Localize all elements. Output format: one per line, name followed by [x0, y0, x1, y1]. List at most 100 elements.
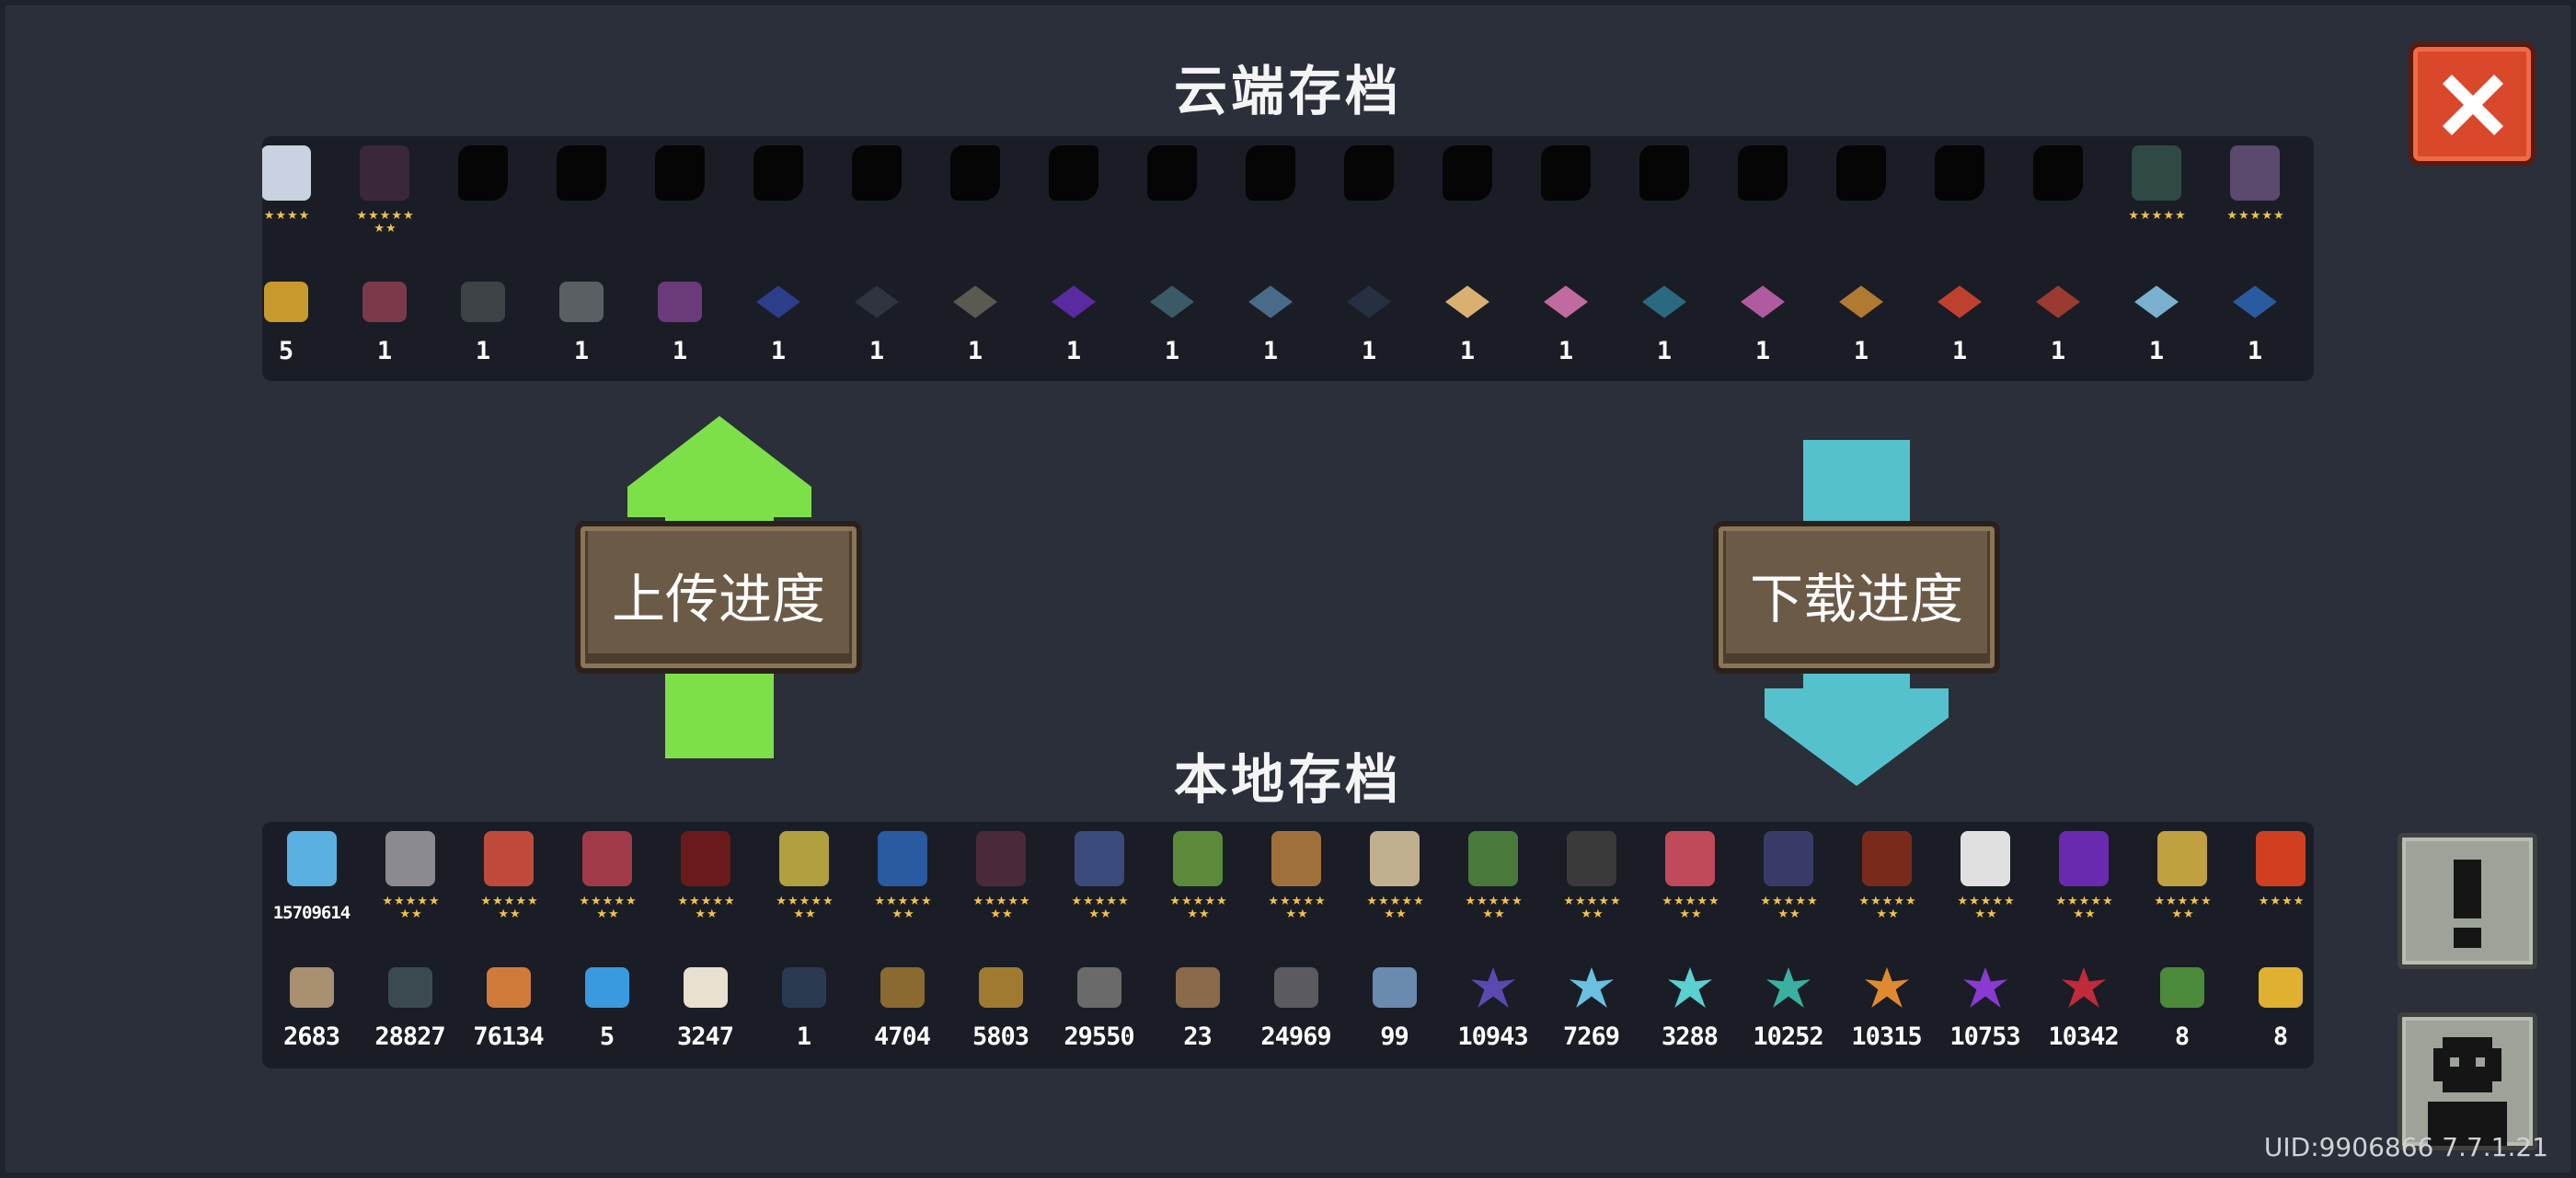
cloud-character-slot	[1319, 136, 1418, 247]
local-item-slot: 10753	[1936, 947, 2034, 1057]
local-character-slot: ★★★★★ ★★	[1739, 822, 1837, 932]
star-rating: ★★★★★ ★★	[2055, 895, 2114, 921]
star-rating: ★★★★★ ★★	[776, 895, 834, 921]
local-item-slot: 5	[558, 947, 656, 1057]
material-icon	[388, 967, 432, 1008]
item-count: 1	[2247, 337, 2262, 365]
alert-button[interactable]	[2398, 833, 2537, 969]
locked-character-icon	[655, 145, 705, 201]
local-character-slot: 15709614	[262, 822, 361, 932]
cloud-item-slot: 1	[1024, 261, 1122, 372]
blueprint-icon	[1347, 285, 1391, 318]
star-rating: ★★★★★ ★★	[1858, 895, 1917, 921]
local-item-slot: 76134	[459, 947, 558, 1057]
star-rating: ★★★★★ ★★	[1662, 895, 1720, 921]
cloud-item-slot: 1	[827, 261, 926, 372]
local-character-slot: ★★★★★ ★★	[1837, 822, 1936, 932]
local-character-slot: ★★★★★ ★★	[1640, 822, 1739, 932]
material-icon	[684, 967, 728, 1008]
locked-character-icon	[557, 145, 606, 201]
star-rating: ★★★★	[2258, 895, 2306, 908]
item-count: 1	[1656, 337, 1672, 365]
material-icon	[1373, 967, 1417, 1008]
material-icon	[880, 967, 925, 1008]
character-icon	[2059, 831, 2109, 886]
character-icon	[287, 831, 337, 886]
cloud-item-slot: 5	[262, 261, 335, 372]
cloud-character-slot	[926, 136, 1024, 247]
star-rating: ★★★★★ ★★	[356, 209, 415, 236]
blueprint-icon	[1544, 285, 1588, 318]
star-rating: ★★★★★ ★★	[1169, 895, 1228, 921]
cloud-character-slot	[1418, 136, 1516, 247]
item-count: 29550	[1064, 1022, 1134, 1051]
cloud-character-slot	[1811, 136, 1910, 247]
item-count: 5803	[972, 1022, 1029, 1051]
locked-character-icon	[1147, 145, 1197, 201]
cloud-character-slot: ★★★★★ ★★	[335, 136, 433, 247]
profile-button[interactable]	[2398, 1012, 2537, 1150]
local-item-slot: 10342	[2034, 947, 2133, 1057]
local-item-slot: 3288	[1640, 947, 1739, 1057]
character-icon	[262, 145, 311, 201]
cloud-save-title: 云端存档	[1173, 60, 1402, 122]
local-item-slot: 23	[1148, 947, 1247, 1057]
item-count: 3288	[1661, 1022, 1719, 1051]
star-rating: ★★★★★ ★★	[1465, 895, 1524, 921]
local-character-slot: ★★★★★ ★★	[1542, 822, 1640, 932]
item-count: 1	[1459, 337, 1475, 365]
locked-character-icon	[1639, 145, 1689, 201]
character-icon	[779, 831, 829, 886]
cloud-item-slot: 1	[926, 261, 1024, 372]
item-count: 1	[1361, 337, 1376, 365]
cloud-item-slot: 1	[1418, 261, 1516, 372]
item-count: 1	[967, 337, 983, 365]
locked-character-icon	[1246, 145, 1295, 201]
star-rating: ★★★★★ ★★	[1563, 895, 1622, 921]
item-count: 1	[376, 337, 392, 365]
item-count: 10943	[1457, 1022, 1528, 1051]
cloud-item-slot: 1	[2205, 261, 2304, 372]
uid-version-label: UID:9906866 7.7.1.21	[2263, 1132, 2548, 1162]
material-icon	[362, 282, 407, 322]
upload-progress-button[interactable]: 上传进度	[575, 521, 862, 674]
close-button[interactable]	[2409, 42, 2536, 166]
star-rating: ★★★★★	[2128, 209, 2187, 223]
item-count: 1	[475, 337, 490, 365]
item-count: 10252	[1753, 1022, 1823, 1051]
cloud-character-slot: ★★★★	[262, 136, 335, 247]
locked-character-icon	[1738, 145, 1788, 201]
locked-character-icon	[2033, 145, 2083, 201]
item-count: 5	[599, 1022, 615, 1051]
character-icon	[2157, 831, 2207, 886]
item-count: 99	[1380, 1022, 1409, 1051]
local-character-slot: ★★★★★ ★★	[1443, 822, 1542, 932]
material-icon	[1176, 967, 1220, 1008]
item-count: 76134	[473, 1022, 544, 1051]
crystal-icon	[1668, 967, 1712, 1008]
character-icon	[976, 831, 1026, 886]
star-rating: ★★★★★ ★★	[677, 895, 736, 921]
item-count: 1	[2148, 337, 2164, 365]
star-rating: ★★★★★ ★★	[1760, 895, 1819, 921]
locked-character-icon	[1344, 145, 1394, 201]
item-count: 24969	[1260, 1022, 1331, 1051]
blueprint-icon	[2036, 285, 2080, 318]
cloud-item-slot: 1	[532, 261, 630, 372]
cloud-character-slot: ★★★★★	[2205, 136, 2304, 247]
material-icon	[782, 967, 826, 1008]
cloud-item-slot: 1	[1319, 261, 1418, 372]
local-item-slot: 10315	[1837, 947, 1936, 1057]
local-item-slot: 7269	[1542, 947, 1640, 1057]
item-count: 1	[672, 337, 687, 365]
local-save-panel[interactable]: 15709614 ★★★★★ ★★ ★★★★★ ★★ ★★★★★ ★★ ★★★★★ ★★…	[262, 822, 2314, 1068]
download-progress-button[interactable]: 下载进度	[1713, 521, 2000, 674]
character-icon	[2256, 831, 2306, 886]
locked-character-icon	[1049, 145, 1098, 201]
item-count: 1	[796, 1022, 811, 1051]
character-icon	[1961, 831, 2010, 886]
crystal-icon	[1865, 967, 1909, 1008]
